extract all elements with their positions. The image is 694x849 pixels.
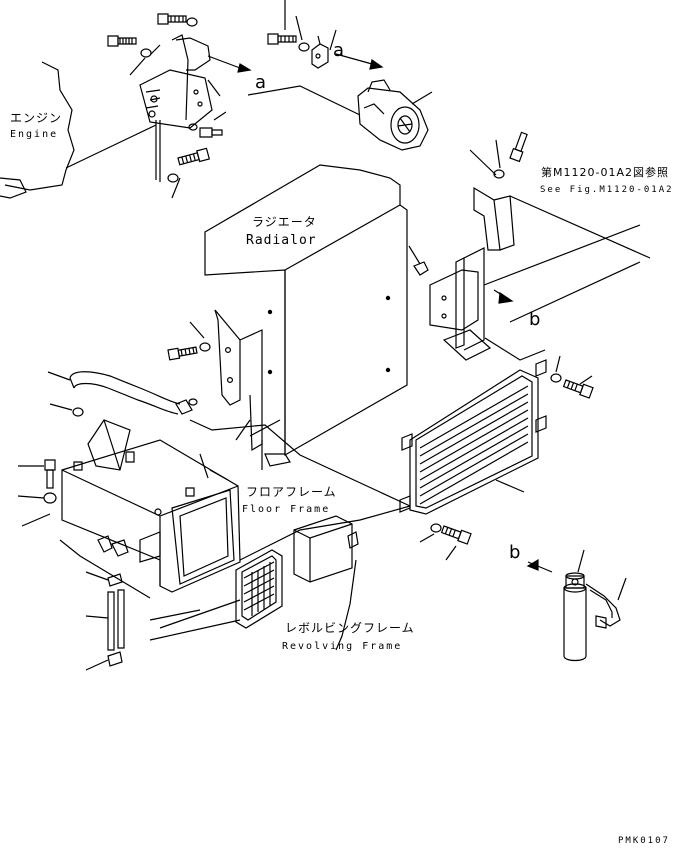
engine-label-en: Engine bbox=[10, 129, 59, 140]
arrow-a-label-left: a bbox=[255, 72, 267, 93]
compressor bbox=[358, 80, 432, 150]
radiator-side-bracket bbox=[168, 310, 262, 450]
arrow-b-label-receiver: b bbox=[509, 542, 521, 563]
air-filter bbox=[236, 550, 282, 628]
see-fig-label-en: See Fig.M1120-01A2 bbox=[540, 185, 674, 195]
compressor-bracket bbox=[66, 35, 212, 182]
floor-frame-label-jp: フロアフレーム bbox=[246, 485, 337, 499]
page-code: PMK0107 bbox=[618, 836, 670, 846]
see-fig-label-jp: 第M1120-01A2図参照 bbox=[541, 166, 669, 179]
radiator-label-jp: ラジエータ bbox=[252, 215, 317, 229]
cover-block bbox=[294, 516, 358, 650]
condenser-lower-bracket bbox=[409, 225, 640, 360]
revolving-frame-label-en: Revolving Frame bbox=[282, 641, 403, 652]
condenser bbox=[400, 356, 593, 560]
receiver-dryer bbox=[528, 550, 626, 661]
bracket-bolts bbox=[108, 14, 226, 198]
engine-label-jp: エンジン bbox=[10, 111, 63, 125]
hvac-unit bbox=[18, 420, 240, 598]
compressor-bolts bbox=[268, 0, 382, 69]
engine-outline bbox=[0, 62, 74, 198]
ac-hose bbox=[48, 372, 192, 416]
condenser-upper-bracket bbox=[470, 132, 650, 258]
floor-frame-label-en: Floor Frame bbox=[242, 504, 331, 515]
receiver-ring bbox=[572, 579, 578, 585]
radiator bbox=[205, 165, 407, 466]
radiator-label-en: Radialor bbox=[246, 233, 317, 248]
floor-frame-lines bbox=[150, 420, 410, 640]
revolving-frame-label-jp: レボルビングフレーム bbox=[285, 621, 415, 635]
arrow-a-label-compressor: a bbox=[333, 40, 345, 61]
arrow-b-label-bracket: b bbox=[529, 309, 541, 330]
arrow-a-left bbox=[208, 56, 360, 115]
drain-pipes bbox=[86, 572, 124, 670]
